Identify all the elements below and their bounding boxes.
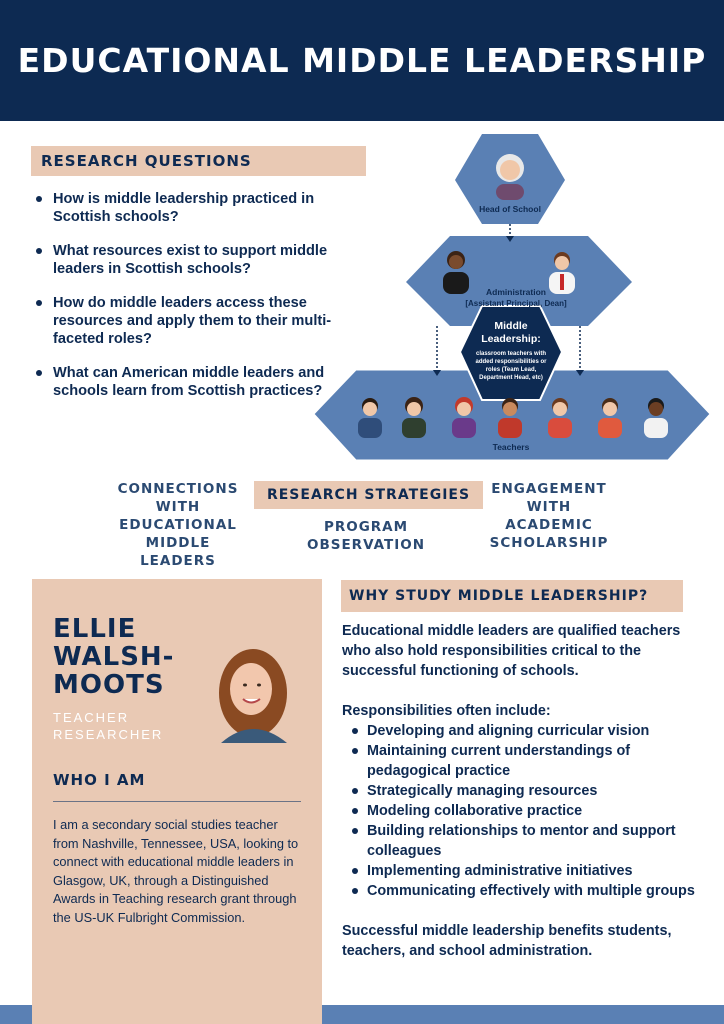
profile-panel: ELLIE WALSH-MOOTS TEACHER RESEARCHER WHO…: [32, 579, 322, 1024]
arrowhead: [506, 236, 514, 242]
research-questions-heading: RESEARCH QUESTIONS: [31, 146, 366, 176]
leadership-hierarchy-diagram: Head of School Administration [Assistant…: [313, 134, 711, 461]
strategy-line: ENGAGEMENT: [491, 481, 607, 497]
list-item: Maintaining current understandings of pe…: [342, 741, 702, 781]
strategy-line: CONNECTIONS: [117, 481, 239, 497]
researcher-name: ELLIE WALSH-MOOTS: [53, 614, 175, 700]
strategy-line: WITH: [526, 499, 572, 515]
list-item: What can American middle leaders and sch…: [32, 364, 352, 400]
research-questions-list: How is middle leadership practiced in Sc…: [32, 190, 352, 416]
administrator-figure-2: [549, 252, 575, 294]
middle-leadership-desc-1: classroom teachers with: [476, 351, 546, 357]
teachers-label: Teachers: [493, 442, 530, 452]
teacher-figure: [452, 397, 476, 438]
list-item: Strategically managing resources: [342, 781, 702, 801]
strategy-program-observation: PROGRAM OBSERVATION: [298, 518, 434, 554]
arrowhead: [576, 370, 584, 376]
teacher-figure: [548, 398, 572, 438]
strategy-line: PROGRAM: [323, 519, 409, 535]
footer-bar: [322, 1005, 724, 1024]
list-item: Building relationships to mentor and sup…: [342, 821, 702, 861]
teacher-figure: [644, 398, 668, 438]
responsibilities-list: Developing and aligning curricular visio…: [342, 721, 702, 901]
list-item: Communicating effectively with multiple …: [342, 881, 702, 901]
header-banner: EDUCATIONAL MIDDLE LEADERSHIP: [0, 0, 724, 121]
research-strategies-heading: RESEARCH STRATEGIES: [254, 481, 483, 509]
responsibilities-heading: Responsibilities often include:: [342, 703, 551, 719]
divider: [53, 801, 301, 802]
list-item: Modeling collaborative practice: [342, 801, 702, 821]
teacher-figure: [402, 397, 426, 438]
middle-leadership-desc-2: added responsibilities or: [475, 359, 547, 365]
administration-label: Administration: [486, 287, 546, 297]
who-i-am-heading: WHO I AM: [53, 771, 146, 789]
teacher-figure: [498, 398, 522, 438]
head-of-school-label: Head of School: [479, 204, 541, 214]
middle-leadership-title-1: Middle: [494, 320, 527, 332]
teacher-figure: [358, 398, 382, 438]
arrowhead: [433, 370, 441, 376]
teacher-figures: [358, 397, 668, 438]
administration-sublabel: [Assistant Principal, Dean]: [465, 299, 567, 308]
strategy-line: SCHOLARSHIP: [489, 535, 609, 551]
why-study-content: Educational middle leaders are qualified…: [342, 621, 702, 961]
why-study-heading: WHY STUDY MIDDLE LEADERSHIP?: [341, 580, 683, 612]
strategy-line: ACADEMIC: [505, 517, 593, 533]
strategy-line: MIDDLE LEADERS: [140, 535, 216, 569]
strategy-engagement: ENGAGEMENT WITH ACADEMIC SCHOLARSHIP: [482, 480, 616, 552]
avatar: [207, 645, 300, 743]
middle-leadership-title-2: Leadership:: [481, 333, 541, 345]
researcher-role: TEACHER RESEARCHER: [53, 710, 164, 742]
strategy-connections: CONNECTIONS WITH EDUCATIONAL MIDDLE LEAD…: [108, 480, 248, 570]
list-item: What resources exist to support middle l…: [32, 242, 352, 278]
middle-leadership-desc-3: roles (Team Lead,: [486, 367, 537, 373]
strategy-line: WITH: [155, 499, 201, 515]
head-of-school-figure: [496, 154, 524, 200]
strategy-line: EDUCATIONAL: [119, 517, 237, 533]
middle-leadership-desc-4: Department Head, etc): [479, 375, 543, 381]
list-item: Implementing administrative initiatives: [342, 861, 702, 881]
teacher-figure: [598, 398, 622, 438]
administrator-figure-1: [443, 251, 469, 294]
list-item: Developing and aligning curricular visio…: [342, 721, 702, 741]
list-item: How is middle leadership practiced in Sc…: [32, 190, 352, 226]
list-item: How do middle leaders access these resou…: [32, 294, 352, 348]
middle-leadership-hexagon: [458, 305, 564, 401]
footer-bar-left: [0, 1005, 32, 1024]
bio-text: I am a secondary social studies teacher …: [53, 817, 299, 925]
why-conclusion: Successful middle leadership benefits st…: [342, 923, 672, 959]
strategy-line: OBSERVATION: [306, 537, 426, 553]
why-intro: Educational middle leaders are qualified…: [342, 623, 681, 679]
page-title: EDUCATIONAL MIDDLE LEADERSHIP: [17, 41, 707, 80]
